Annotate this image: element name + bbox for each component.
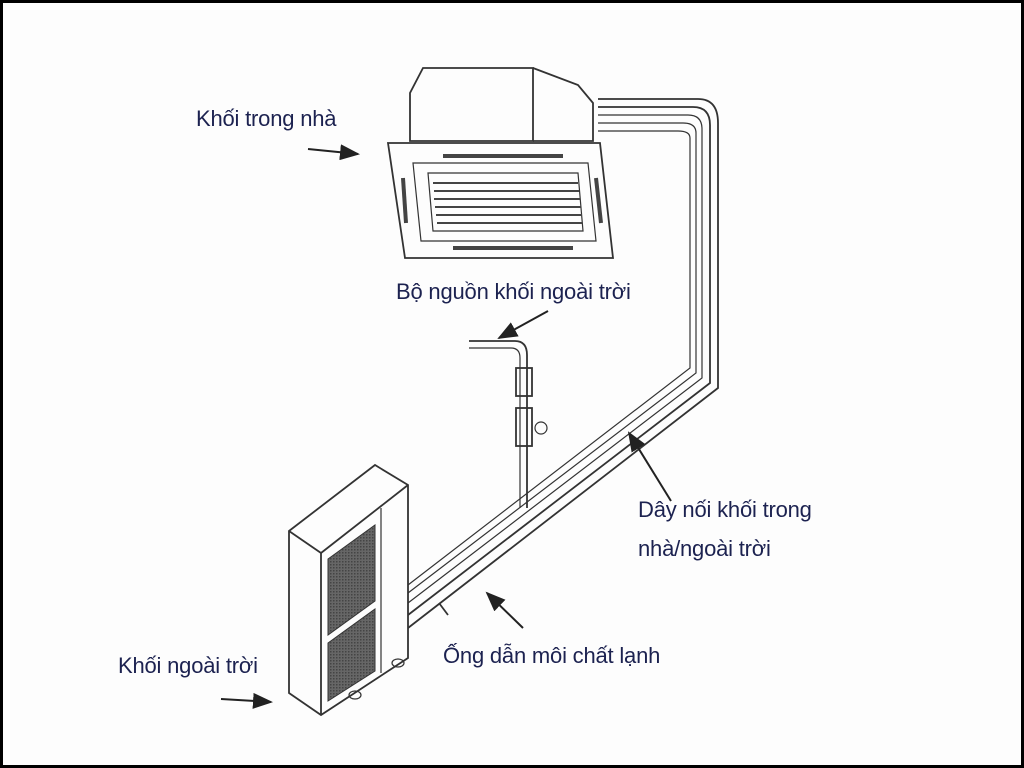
refrigerant-pipe-bundle (407, 98, 719, 629)
outdoor-unit (288, 463, 409, 717)
diagram-drawing (220, 67, 719, 717)
arrow-indoor-unit (307, 144, 360, 161)
arrow-outdoor-unit (220, 692, 273, 709)
arrow-connection-cable (627, 431, 672, 502)
air-conditioner-diagram: Khối trong nhà Bộ nguồn khối ngoài trời … (3, 3, 1021, 765)
label-outdoor-power-supply: Bộ nguồn khối ngoài trời (396, 279, 631, 304)
arrow-power-supply (497, 310, 549, 339)
arrow-refrigerant-pipe (485, 591, 524, 629)
label-refrigerant-pipe: Ống dẫn môi chất lạnh (443, 643, 661, 668)
label-connection-cable-line2: nhà/ngoài trời (638, 536, 771, 561)
indoor-unit (386, 67, 615, 259)
power-supply-wire (469, 340, 548, 508)
label-outdoor-unit: Khối ngoài trời (118, 653, 258, 678)
label-connection-cable-line1: Dây nối khối trong (638, 497, 812, 522)
label-indoor-unit: Khối trong nhà (196, 106, 337, 131)
